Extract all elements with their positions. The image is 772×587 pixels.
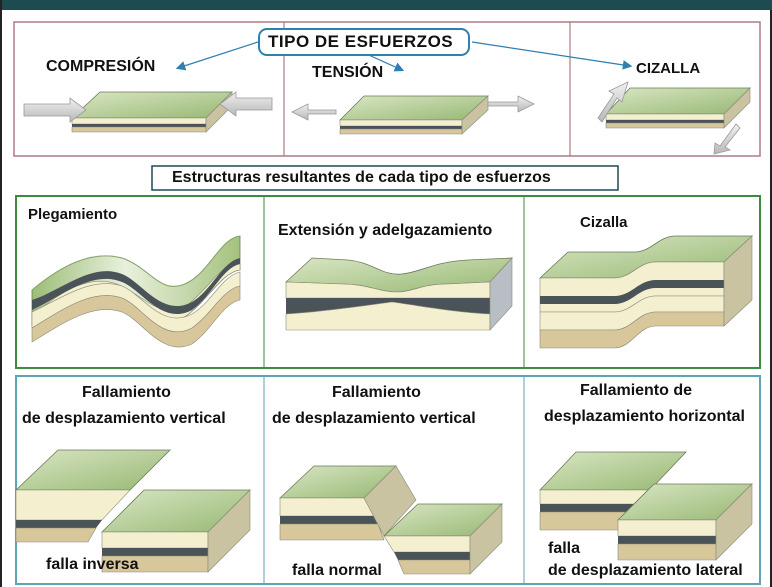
faults-frame [15,375,761,585]
shear-label: CIZALLA [636,60,701,77]
reverse-fault-title-2: de desplazamiento vertical [22,410,226,427]
folding-structure [31,235,241,348]
shear-structure [538,235,754,349]
structures-title-box [151,165,619,191]
top-bar [2,0,772,10]
normal-fault-title-1: Fallamiento [332,384,421,401]
structure-shear-label: Cizalla [580,214,628,231]
normal-fault-title-2: de desplazamiento vertical [272,410,476,427]
compression-block [70,91,233,133]
tension-block [339,95,490,135]
extension-label: Extensión y adelgazamiento [278,222,493,239]
reverse-fault-title-1: Fallamiento [82,384,171,401]
shear-arrow-up [597,81,629,123]
folding-label: Plegamiento [28,206,118,223]
structures-frame [15,195,761,369]
shear-block [605,87,751,129]
compression-arrow-right [219,91,273,117]
reverse-fault-caption: falla inversa [46,556,139,573]
normal-fault-caption: falla normal [292,562,382,579]
reverse-fault-block [15,449,251,573]
lateral-fault-caption-1: falla [548,540,581,557]
tension-arrow-right [487,95,535,113]
extension-structure [285,257,513,331]
structures-title: Estructuras resultantes de cada tipo de … [172,169,551,186]
lateral-fault-title-2: desplazamiento horizontal [544,408,745,425]
lateral-fault-block [539,451,753,561]
lateral-fault-caption-2: de desplazamiento lateral [548,562,743,579]
stress-title-box [258,28,470,56]
tension-arrow-left [291,103,337,121]
compression-arrow-left [23,97,87,123]
shear-arrow-down [713,123,741,155]
tension-label: TENSIÓN [312,64,384,81]
compression-label: COMPRESIÓN [46,58,156,75]
normal-fault-block [278,465,503,575]
stress-title: TIPO DE ESFUERZOS [268,32,454,51]
lateral-fault-title-1: Fallamiento de [580,382,693,399]
